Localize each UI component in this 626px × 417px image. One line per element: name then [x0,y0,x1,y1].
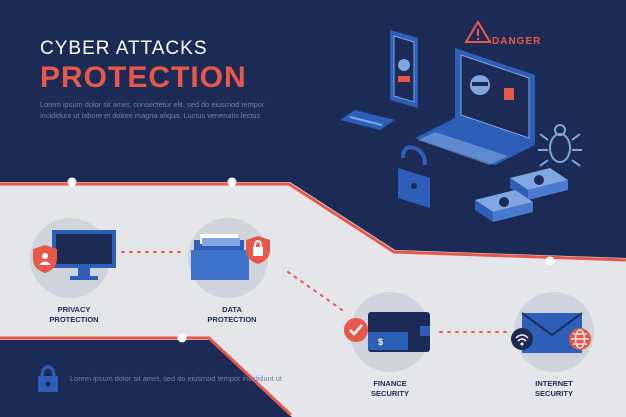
monitor-icon [33,230,116,280]
title-line-2: PROTECTION [40,61,247,94]
internet-label: INTERNET SECURITY [535,379,573,398]
bug-icon [538,124,582,167]
warning-icon [464,20,492,43]
danger-label: DANGER [492,36,542,47]
cash-icon [475,168,568,222]
envelope-icon [511,312,591,353]
data-label: DATA PROTECTION [207,305,257,324]
laptop-illustration [340,20,582,222]
footer-padlock-icon [38,365,58,392]
phone-icon [390,30,418,108]
wallet-icon: $ [344,312,430,352]
finance-label: FINANCE SECURITY [371,379,409,398]
title-line-1: CYBER ATTACKS [40,38,208,59]
privacy-label: PRIVACY PROTECTION [49,305,99,324]
intro-paragraph: Lorem ipsum dolor sit amet, consectetur … [40,100,265,120]
credit-card-icon [340,110,395,134]
padlock-icon [398,145,430,208]
svg-text:$: $ [378,337,383,347]
folder-icon [191,234,270,280]
footer-paragraph: Lorem ipsum dolor sit amet, sed do eiusm… [70,374,282,383]
laptop-icon [415,48,535,165]
